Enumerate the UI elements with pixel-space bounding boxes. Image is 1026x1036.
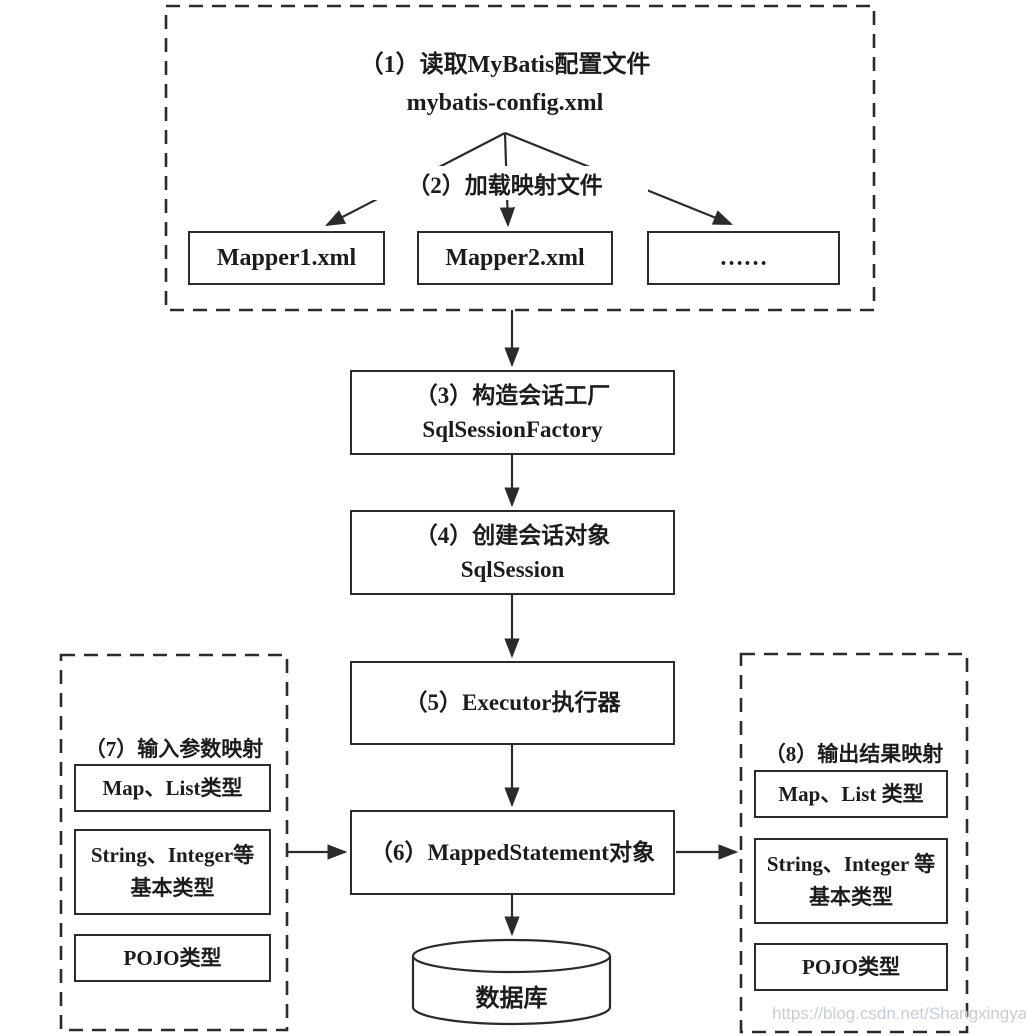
mapper2-box: Mapper2.xml — [417, 231, 613, 285]
mapper-more-label: …… — [719, 244, 768, 271]
config-group-dashed-border — [164, 4, 876, 312]
input-item1-label: Map、List类型 — [102, 775, 243, 800]
config-step-title: （1）读取MyBatis配置文件 mybatis-config.xml — [150, 46, 860, 122]
input-panel-item-pojo: POJO类型 — [74, 934, 271, 982]
output-panel-item-pojo: POJO类型 — [754, 943, 948, 991]
input-item2-line1: String、Integer等 — [90, 843, 255, 867]
mapper-more-box: …… — [647, 231, 840, 285]
input-panel-title: （7）输入参数映射 — [84, 737, 264, 761]
output-item1-label: Map、List 类型 — [778, 781, 924, 806]
input-panel-dashed-border — [59, 653, 289, 1032]
output-panel-dashed-border — [739, 652, 969, 1034]
input-panel-item-map-list: Map、List类型 — [74, 764, 271, 812]
database-label: 数据库 — [475, 986, 548, 1012]
mapper1-label: Mapper1.xml — [216, 244, 357, 271]
step5-line1: （5）Executor执行器 — [404, 690, 621, 715]
mapper2-label: Mapper2.xml — [445, 244, 585, 271]
step4-sqlsession-box: （4）创建会话对象 SqlSession — [350, 510, 675, 595]
database-cylinder-icon — [411, 938, 612, 1026]
config-step-title-line1: （1）读取MyBatis配置文件 — [359, 52, 651, 78]
output-item2-line2: 基本类型 — [809, 885, 893, 909]
step6-mappedstatement-box: （6）MappedStatement对象 — [350, 810, 675, 895]
step6-line1: （6）MappedStatement对象 — [370, 839, 655, 865]
output-item3-label: POJO类型 — [802, 954, 900, 979]
step3-line2: SqlSessionFactory — [422, 416, 603, 442]
output-panel-item-basic-types: String、Integer 等 基本类型 — [754, 838, 948, 924]
step5-executor-box: （5）Executor执行器 — [350, 661, 675, 745]
config-step-title-line2: mybatis-config.xml — [406, 90, 604, 116]
output-panel-item-map-list: Map、List 类型 — [754, 770, 948, 818]
step4-line1: （4）创建会话对象 — [414, 522, 611, 548]
step3-sqlsessionfactory-box: （3）构造会话工厂 SqlSessionFactory — [350, 370, 675, 455]
output-panel-title: （8）输出结果映射 — [764, 742, 944, 766]
input-item2-line2: 基本类型 — [130, 876, 215, 900]
input-item3-label: POJO类型 — [123, 945, 222, 970]
input-panel-item-basic-types: String、Integer等 基本类型 — [74, 829, 271, 915]
load-mapping-label: （2）加载映射文件 — [362, 166, 648, 200]
mapper1-box: Mapper1.xml — [188, 231, 385, 285]
csdn-watermark: https://blog.csdn.net/Shangxingya — [772, 1004, 1026, 1023]
step4-line2: SqlSession — [460, 556, 565, 582]
output-item2-line1: String、Integer 等 — [766, 852, 936, 876]
step3-line1: （3）构造会话工厂 — [414, 382, 611, 408]
